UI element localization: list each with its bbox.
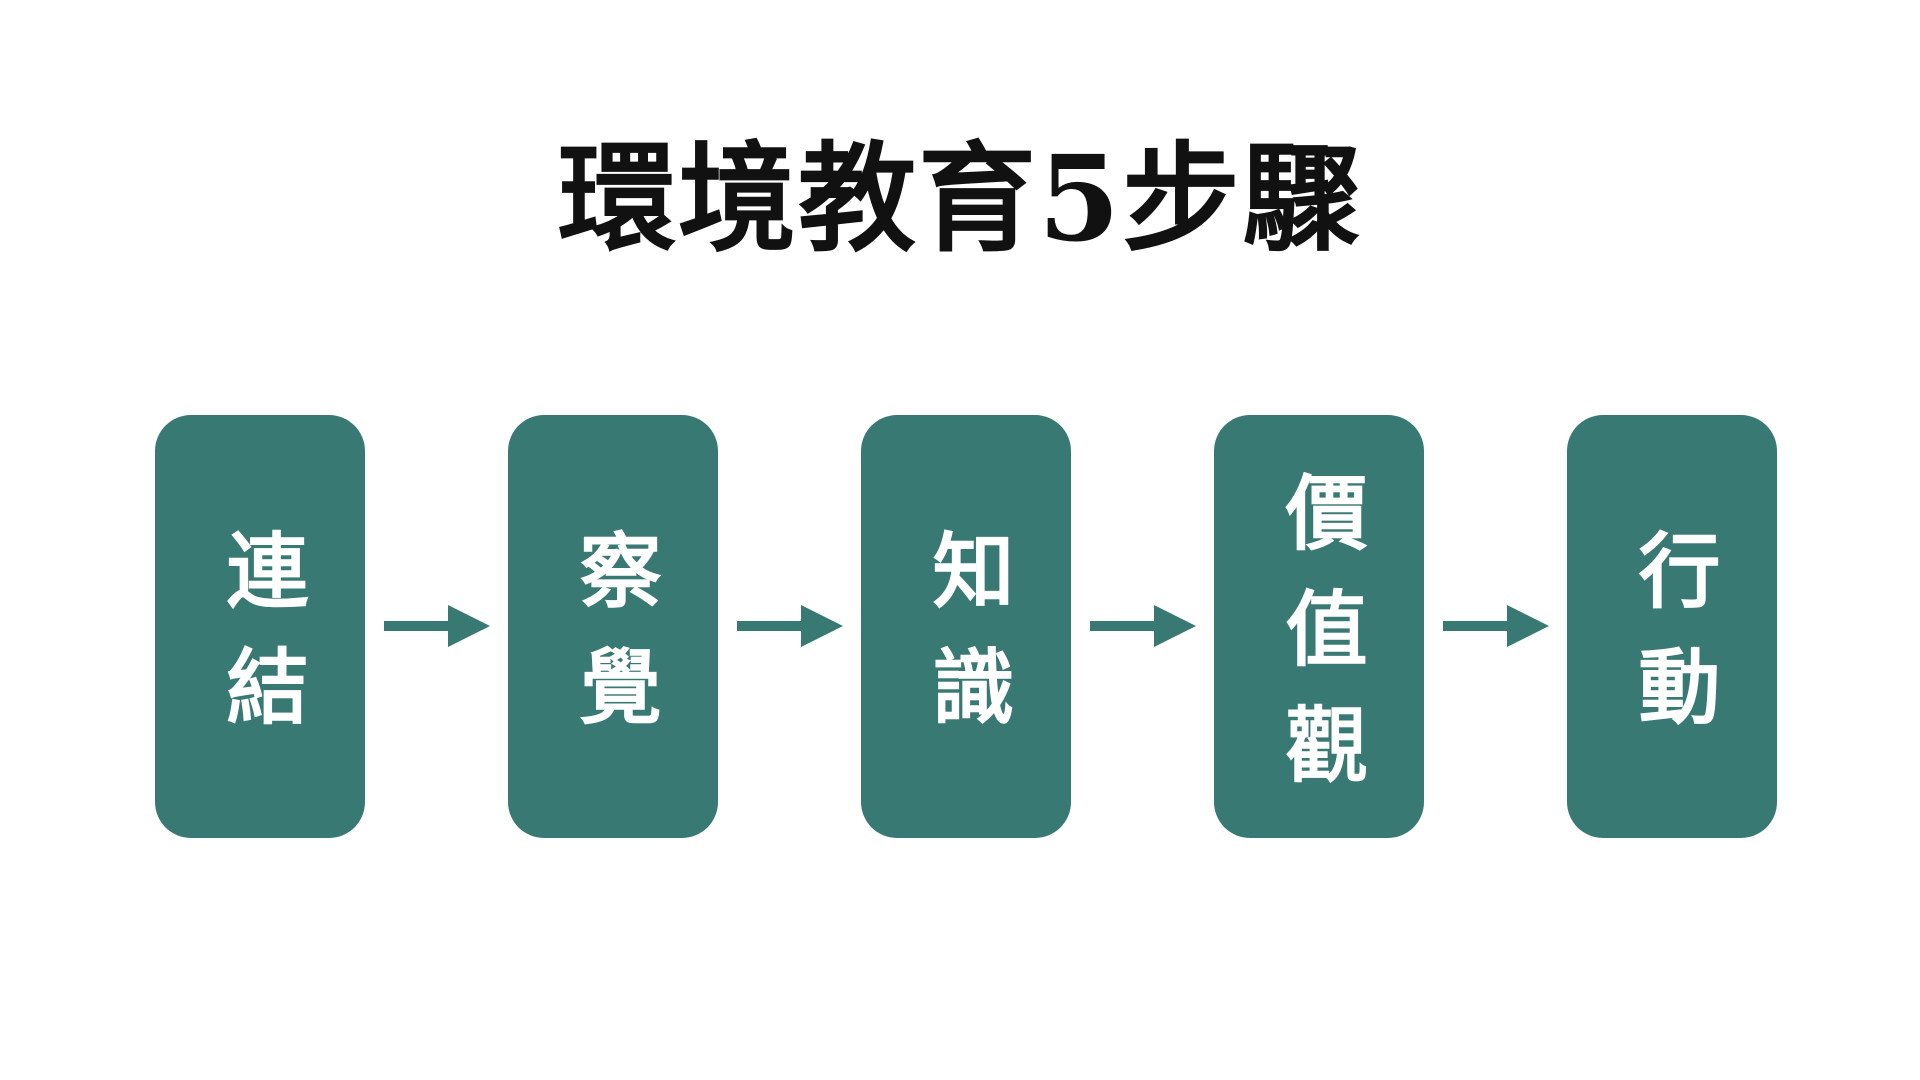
step-box-values: 價值觀 [1214,415,1424,838]
step-box-connect: 連結 [155,415,365,838]
step-label: 知識 [918,527,1014,760]
step-label: 行動 [1624,527,1720,760]
step-label: 價值觀 [1271,469,1367,818]
right-arrow-icon [384,605,490,647]
step-box-knowledge: 知識 [861,415,1071,838]
right-arrow-icon [1090,605,1196,647]
step-box-awareness: 察覺 [508,415,718,838]
step-label: 連結 [212,527,308,760]
right-arrow-icon [1443,605,1549,647]
step-box-action: 行動 [1567,415,1777,838]
right-arrow-icon [737,605,843,647]
step-label: 察覺 [565,527,661,760]
diagram-title: 環境教育5步驟 [557,129,1363,268]
